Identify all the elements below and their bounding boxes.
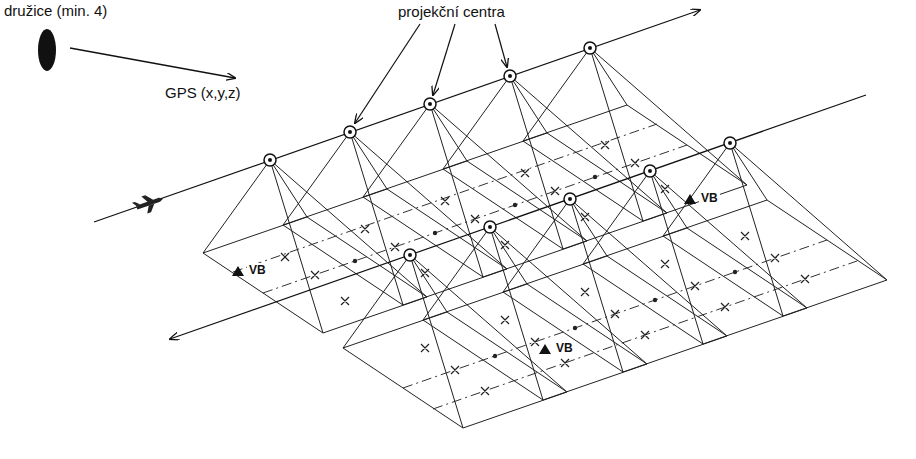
airplane-shape (131, 190, 166, 217)
projection-pyramid (443, 76, 667, 249)
flight-line (170, 95, 866, 339)
centre (584, 42, 596, 54)
control-point-label: VB (699, 191, 720, 205)
centre-dot (428, 102, 432, 106)
projection-pyramid (203, 160, 427, 333)
centre (504, 70, 516, 82)
centre-dot (648, 169, 652, 173)
dot (513, 203, 517, 207)
satellite-symbol (38, 29, 56, 71)
control-point-triangle (232, 266, 244, 276)
leader-arrows (355, 24, 507, 123)
dot (433, 231, 437, 235)
ground-crosses (281, 141, 809, 395)
leader-arrow (355, 24, 420, 123)
projection-pyramid (503, 199, 727, 372)
projection-centre-label: projekční centra (398, 3, 505, 21)
centre (264, 154, 276, 166)
leader-arrow (433, 24, 455, 95)
projection-pyramid (423, 227, 647, 400)
centre-dot (508, 74, 512, 78)
dot (573, 326, 577, 330)
control-point-label: VB (247, 263, 268, 277)
projection-pyramid (343, 255, 567, 428)
centre-dot (728, 141, 732, 145)
gps-label: GPS (x,y,z) (165, 84, 241, 102)
centre-dot (568, 197, 572, 201)
leader-arrow (495, 24, 507, 67)
dot (493, 354, 497, 358)
image-footprints (203, 105, 887, 428)
flight-line (94, 10, 700, 222)
centre (564, 193, 576, 205)
control-point-label: VB (554, 341, 575, 355)
airplane-symbol (131, 190, 166, 217)
projection-pyramid (583, 171, 807, 344)
centre-dot (588, 46, 592, 50)
dot (593, 175, 597, 179)
projection-centres (264, 42, 736, 261)
centre (644, 165, 656, 177)
centre-dots (268, 46, 732, 257)
centre (424, 98, 436, 110)
control-point-triangle (684, 194, 696, 204)
projection-pyramid (363, 104, 587, 277)
centre-dot (268, 158, 272, 162)
centre-dot (408, 253, 412, 257)
centre-dot (488, 225, 492, 229)
gps-arrow (70, 48, 235, 78)
satellite-label: družice (min. 4) (4, 2, 107, 20)
centre-rings (264, 42, 736, 261)
projection-pyramid (283, 132, 507, 305)
ground-dots (353, 175, 737, 358)
dot (653, 298, 657, 302)
control-point-triangle (539, 344, 551, 354)
strip-axes (233, 124, 857, 409)
centre (344, 126, 356, 138)
centre-dot (348, 130, 352, 134)
projection-rays (203, 48, 887, 428)
control-points (232, 194, 696, 354)
dot (353, 259, 357, 263)
centre (484, 221, 496, 233)
centre (724, 137, 736, 149)
projection-pyramid (523, 48, 747, 221)
centre (404, 249, 416, 261)
dot (733, 270, 737, 274)
projection-pyramid (663, 143, 887, 316)
